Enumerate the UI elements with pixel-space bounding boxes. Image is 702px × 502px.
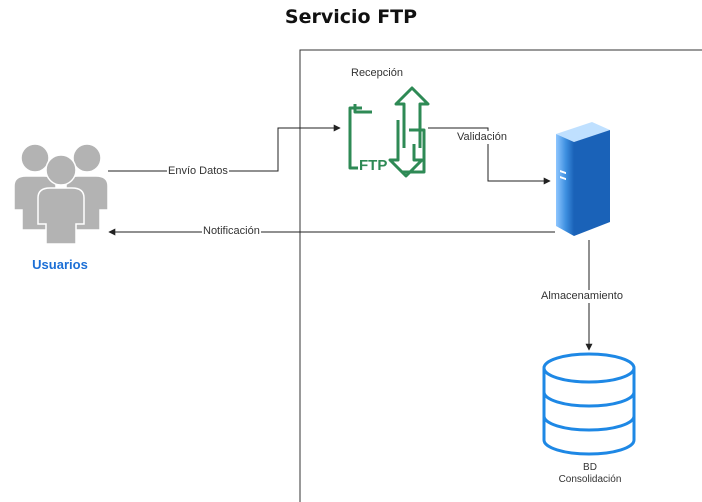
database-icon xyxy=(542,352,636,456)
database-label-line2: Consolidación xyxy=(558,474,622,485)
edge-label-send: Envío Datos xyxy=(167,165,229,178)
service-boundary xyxy=(299,49,702,502)
edge-validate xyxy=(428,127,551,185)
edge-label-notify: Notificación xyxy=(202,225,261,238)
database-label-line1: BD xyxy=(583,462,597,473)
diagram-title: Servicio FTP xyxy=(284,6,418,28)
users-group-icon xyxy=(13,143,109,245)
database-node-label: BD Consolidación xyxy=(530,462,650,486)
edge-label-store: Almacenamiento xyxy=(540,290,624,303)
server-icon xyxy=(556,122,610,236)
edge-label-validate: Validación xyxy=(456,131,508,144)
users-node-label: Usuarios xyxy=(32,257,88,272)
ftp-icon-text: FTP xyxy=(359,157,387,174)
ftp-node-label: Recepción xyxy=(351,67,403,79)
ftp-folder-icon xyxy=(348,86,430,178)
